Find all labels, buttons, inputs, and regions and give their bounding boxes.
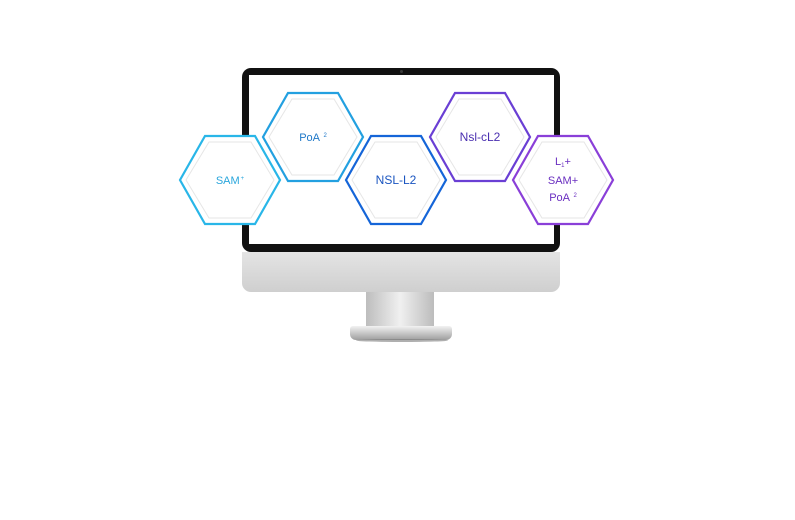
hexagon-sam-shape bbox=[178, 134, 282, 226]
hexagon-poa: PoA 2 bbox=[261, 91, 365, 183]
monitor-stand-shadow bbox=[356, 339, 448, 342]
hexagon-combo-shape bbox=[511, 134, 615, 226]
monitor-stand-neck bbox=[366, 292, 434, 328]
hexagon-combo-label: L1+ SAM+ PoA 2 bbox=[547, 155, 579, 204]
hexagon-nsl-l2-shape bbox=[344, 134, 448, 226]
hexagon-nsl-cl2: Nsl-cL2 bbox=[428, 91, 532, 183]
hexagon-nsl-l2-label: NSL-L2 bbox=[375, 172, 417, 187]
hexagon-poa-shape bbox=[261, 91, 365, 183]
hexagon-nsl-cl2-label: Nsl-cL2 bbox=[459, 129, 501, 144]
hexagon-combo: L1+ SAM+ PoA 2 bbox=[511, 134, 615, 226]
hexagon-sam: SAM+ bbox=[178, 134, 282, 226]
hexagon-sam-label: SAM+ bbox=[215, 174, 245, 187]
monitor-camera bbox=[400, 70, 403, 73]
hexagon-nsl-l2: NSL-L2 bbox=[344, 134, 448, 226]
monitor-stand-foot bbox=[350, 326, 452, 340]
hexagon-nsl-cl2-shape bbox=[428, 91, 532, 183]
hexagon-poa-label: PoA 2 bbox=[299, 131, 327, 144]
monitor-chin bbox=[242, 252, 560, 292]
